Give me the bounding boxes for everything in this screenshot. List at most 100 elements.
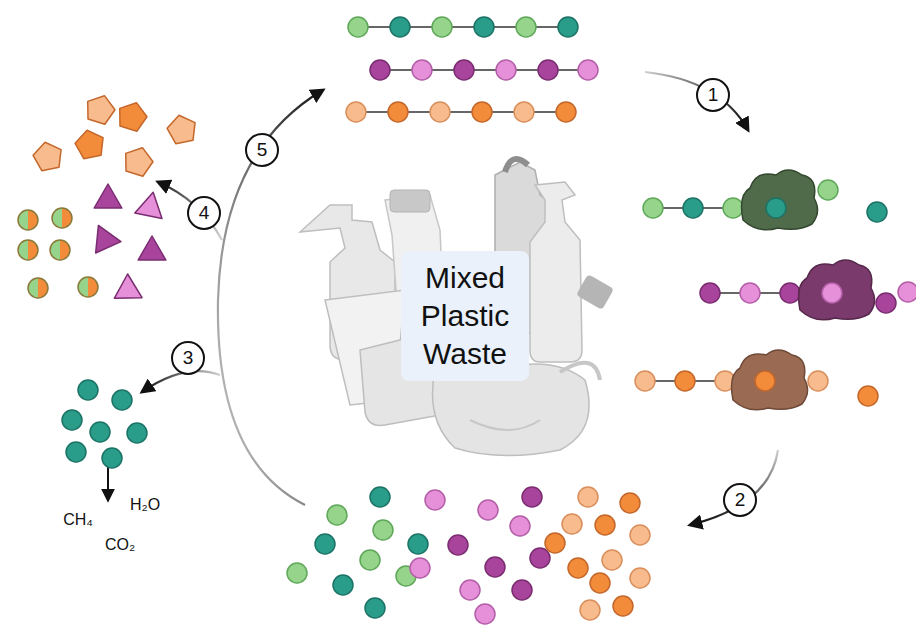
monomer-bead [90, 422, 110, 442]
monomer-bead [545, 533, 565, 553]
polymer-chain [346, 102, 576, 122]
callout-number: 3 [171, 341, 205, 375]
product-pentagon [120, 103, 147, 132]
chemical-formula: H₂O [130, 496, 160, 514]
polymer-chain [348, 17, 578, 37]
product-triangle [114, 274, 142, 298]
monomer-bead [333, 575, 353, 595]
process-arrows [108, 72, 778, 525]
monomer-bead [558, 17, 578, 37]
monomer-bead [512, 580, 532, 600]
monomer-bead [496, 60, 516, 80]
monomer-bead [740, 283, 760, 303]
monomer-bead [876, 293, 896, 313]
product-pentagon [167, 115, 195, 143]
monomer-bead [898, 282, 916, 302]
molecule-layer [18, 17, 916, 624]
monomer-bead [514, 102, 534, 122]
monomer-bead [766, 198, 786, 218]
product-pentagon [126, 148, 153, 177]
monomer-bead [478, 500, 498, 520]
product-pentagon [88, 96, 115, 125]
monomer-bead [373, 520, 393, 540]
monomer-bead [562, 514, 582, 534]
hybrid-monomer [18, 240, 38, 260]
monomer-bead [568, 558, 588, 578]
product-triangle [135, 192, 162, 218]
monomer-bead [808, 371, 828, 391]
monomer-bead [643, 198, 663, 218]
box-label: Mixed Plastic Waste [407, 259, 523, 373]
hybrid-monomer [18, 210, 38, 230]
enzyme [742, 170, 818, 230]
monomer-bead [62, 410, 82, 430]
monomer-bead [370, 487, 390, 507]
monomer-bead [390, 17, 410, 37]
chemical-formula: CH₄ [63, 511, 93, 529]
monomer-bead [635, 371, 655, 391]
monomer-bead [620, 493, 640, 513]
monomer-bead [66, 442, 86, 462]
monomer-bead [595, 515, 615, 535]
monomer-bead [700, 283, 720, 303]
monomer-bead [360, 550, 380, 570]
monomer-bead [578, 60, 598, 80]
monomer-bead [590, 573, 610, 593]
monomer-bead [327, 505, 347, 525]
monomer-bead [538, 60, 558, 80]
monomer-bead [102, 448, 122, 468]
monomer-bead [683, 198, 703, 218]
enzyme [732, 350, 808, 410]
monomer-bead [388, 102, 408, 122]
monomer-bead [287, 563, 307, 583]
callout-number: 5 [245, 133, 279, 167]
monomer-bead [818, 180, 838, 200]
hybrid-monomer [50, 240, 70, 260]
callout-number: 1 [696, 78, 730, 112]
monomer-bead [432, 17, 452, 37]
monomer-bead [822, 283, 842, 303]
monomer-bead [510, 516, 530, 536]
monomer-bead [602, 550, 622, 570]
monomer-bead [408, 534, 428, 554]
monomer-bead [430, 102, 450, 122]
monomer-bead [630, 525, 650, 545]
product-triangle [94, 184, 122, 208]
polymer-chain [370, 60, 598, 80]
monomer-bead [858, 386, 878, 406]
monomer-bead [556, 102, 576, 122]
monomer-bead [675, 371, 695, 391]
monomer-bead [448, 535, 468, 555]
monomer-bead [127, 423, 147, 443]
monomer-bead [630, 568, 650, 588]
hybrid-monomer [52, 208, 72, 228]
monomer-bead [460, 580, 480, 600]
step-arrow [158, 182, 222, 240]
step-arrow [690, 450, 778, 525]
callout-number: 2 [723, 483, 757, 517]
monomer-bead [410, 558, 430, 578]
monomer-bead [580, 600, 600, 620]
product-pentagon [75, 130, 103, 158]
monomer-bead [780, 283, 800, 303]
monomer-bead [475, 604, 495, 624]
monomer-bead [425, 490, 445, 510]
monomer-bead [78, 380, 98, 400]
hybrid-monomer [78, 277, 98, 297]
monomer-bead [112, 390, 132, 410]
product-pentagon [33, 142, 61, 170]
monomer-bead [755, 371, 775, 391]
monomer-bead [474, 17, 494, 37]
monomer-bead [516, 17, 536, 37]
step-arrow [218, 90, 323, 505]
monomer-bead [723, 198, 743, 218]
title-box: Mixed Plastic Waste [401, 251, 529, 381]
monomer-bead [365, 598, 385, 618]
polymer-chain [643, 198, 743, 218]
plastic-waste-pile [300, 159, 614, 456]
monomer-bead [530, 548, 550, 568]
product-triangle [138, 236, 166, 260]
chemical-formula: CO₂ [105, 536, 135, 554]
enzyme [799, 260, 875, 320]
